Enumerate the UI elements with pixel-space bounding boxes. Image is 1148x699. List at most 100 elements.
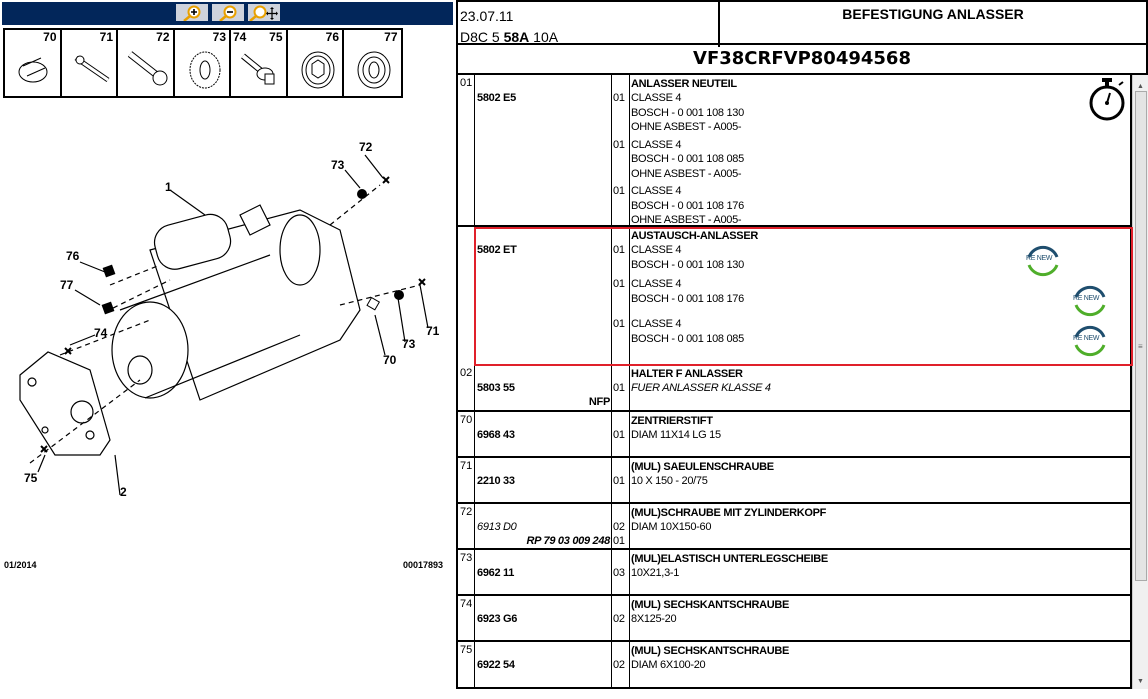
position-cell: 75 <box>458 642 475 687</box>
part-reference[interactable]: 2210 33 <box>477 475 515 487</box>
position-cell <box>458 227 475 365</box>
callout-label[interactable]: 76 <box>66 249 80 263</box>
position-number: 74 <box>460 598 473 610</box>
thumbnail-part-71[interactable]: 71 <box>62 30 118 96</box>
callout-label[interactable]: 70 <box>383 353 397 367</box>
zoom-in-icon <box>182 5 200 21</box>
quantity: 01 <box>613 138 625 151</box>
quantity: 02 <box>613 659 625 671</box>
description-line: CLASSE 4 <box>631 278 682 290</box>
position-cell: 72 <box>458 504 475 548</box>
callout-label[interactable]: 73 <box>402 337 416 351</box>
thumbnail-number: 72 <box>156 30 170 44</box>
thumbnail-part-73[interactable]: 73 <box>175 30 231 96</box>
code-suffix: 10A <box>529 29 559 45</box>
thumbnail-part-75[interactable]: 75 74 <box>231 30 288 96</box>
part-title: ZENTRIERSTIFT <box>631 415 713 427</box>
exploded-diagram[interactable]: 1 73 72 76 77 74 71 73 70 75 2 <box>0 100 456 520</box>
stopwatch-icon[interactable] <box>1088 77 1128 126</box>
zoom-out-icon <box>218 5 236 21</box>
quantity: 01 <box>613 278 625 290</box>
table-row[interactable]: 73 6962 11 03 (MUL)ELASTISCH UNTERLEGSCHEIB… <box>458 550 1130 596</box>
quantity-cell: 02 <box>612 642 630 687</box>
description-line: BOSCH - 0 001 108 176 <box>631 292 744 305</box>
scrollbar[interactable]: ▲ ≡ ▼ <box>1132 75 1148 689</box>
position-number: 02 <box>460 367 473 379</box>
description-line: CLASSE 4 <box>631 185 682 197</box>
part-reference[interactable]: 6923 G6 <box>477 613 518 625</box>
part-reference[interactable]: 6968 43 <box>477 429 515 441</box>
part-title: (MUL) SAEULENSCHRAUBE <box>631 461 774 473</box>
part-title: AUSTAUSCH-ANLASSER <box>631 230 759 242</box>
thumbnail-number: 77 <box>384 30 398 44</box>
scroll-down-arrow[interactable]: ▼ <box>1137 678 1144 685</box>
part-reference[interactable]: 6913 D0 <box>477 521 517 533</box>
vin-number: VF38CRFVP80494568 <box>456 43 1148 75</box>
thumbnail-number: 75 <box>269 30 283 44</box>
quantity: 01 <box>613 92 625 104</box>
callout-label[interactable]: 75 <box>24 471 38 485</box>
quantity-cell: 02 <box>612 596 630 640</box>
diagram-date: 01/2014 <box>4 560 37 570</box>
part-extra-reference: RP 79 03 009 248 <box>526 535 611 547</box>
callout-label[interactable]: 2 <box>120 485 127 499</box>
description-line: OHNE ASBEST - A005- <box>631 167 742 180</box>
description-line: CLASSE 4 <box>631 318 682 330</box>
reference-cell: 5802 ET <box>475 227 612 365</box>
callout-label[interactable]: 74 <box>94 326 108 340</box>
scroll-up-arrow[interactable]: ▲ <box>1137 83 1144 90</box>
thumbnail-number: 76 <box>325 30 339 44</box>
description-cell: AUSTAUSCH-ANLASSER CLASSE 4 BOSCH - 0 001 … <box>630 227 1130 365</box>
callout-label[interactable]: 73 <box>331 158 345 172</box>
part-drawing-icon <box>189 51 220 89</box>
part-reference[interactable]: 6922 54 <box>477 659 515 671</box>
code-bold: 58A <box>503 29 530 45</box>
callout-label[interactable]: 1 <box>165 180 172 194</box>
part-drawing-icon <box>301 51 334 89</box>
position-number: 70 <box>460 414 473 426</box>
table-row[interactable]: 70 6968 43 01 ZENTRIERSTIFT DIAM 11X14 LG 15 <box>458 412 1130 458</box>
thumbnail-part-76[interactable]: 76 <box>288 30 344 96</box>
description-line: DIAM 6X100-20 <box>631 659 706 671</box>
part-title: ANLASSER NEUTEIL <box>631 78 737 90</box>
quantity: 02 <box>613 613 625 625</box>
description-line: DIAM 11X14 LG 15 <box>631 429 721 441</box>
description-line: OHNE ASBEST - A005- <box>631 214 742 226</box>
quantity-cell: 01 <box>612 412 630 456</box>
zoom-out-button[interactable] <box>211 4 244 21</box>
thumbnail-part-72[interactable]: 72 <box>118 30 175 96</box>
header-code: D8C 5 58A 10A <box>460 27 718 48</box>
part-reference[interactable]: 6962 11 <box>477 567 515 579</box>
scrollbar-thumb[interactable]: ≡ <box>1135 91 1147 581</box>
description-line: OHNE ASBEST - A005- <box>631 121 742 133</box>
part-reference[interactable]: 5802 ET <box>477 244 517 256</box>
thumbnail-part-70[interactable]: 70 <box>5 30 62 96</box>
renew-badge-icon: RE NEW <box>1023 241 1063 284</box>
zoom-in-button[interactable] <box>175 4 208 21</box>
thumbnail-part-77[interactable]: 77 <box>344 30 401 96</box>
part-drawing-icon <box>18 57 48 83</box>
part-title: (MUL) SECHSKANTSCHRAUBE <box>631 599 790 611</box>
thumbnail-number-secondary: 74 <box>233 30 247 44</box>
part-reference[interactable]: 5802 E5 <box>477 92 516 104</box>
callout-label[interactable]: 71 <box>426 324 440 338</box>
quantity: 03 <box>613 567 625 579</box>
reference-cell: 6913 D0 RP 79 03 009 248 <box>475 504 612 548</box>
callout-label[interactable]: 72 <box>359 140 373 154</box>
position-number: 73 <box>460 552 473 564</box>
part-reference[interactable]: 5803 55 <box>477 382 515 394</box>
callout-label[interactable]: 77 <box>60 278 74 292</box>
pan-zoom-button[interactable] <box>247 4 280 21</box>
quantity: 01 <box>613 429 625 441</box>
quantity: 01 <box>613 244 625 256</box>
